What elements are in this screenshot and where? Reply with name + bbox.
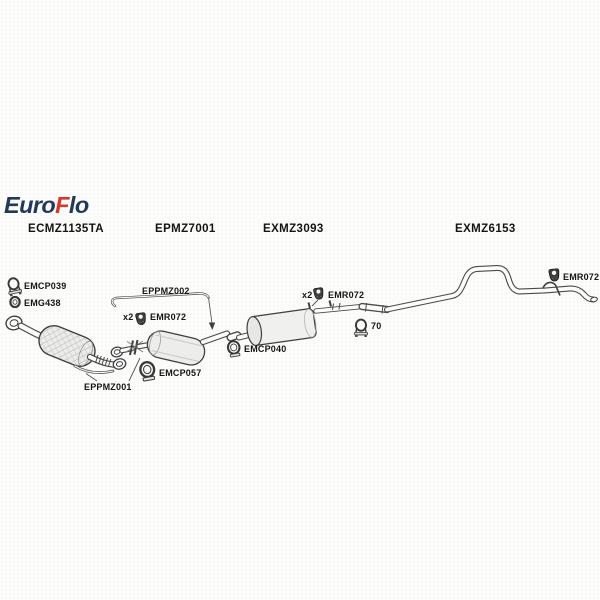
leader-arrowhead bbox=[208, 322, 216, 330]
rubber-mount-icon-emr072-left bbox=[134, 311, 148, 326]
label-clamp-size: 70 bbox=[371, 321, 382, 331]
exhaust-clamp-icon-emcp057 bbox=[138, 359, 158, 383]
euroflo-logo: EuroFlo bbox=[4, 192, 89, 219]
label-emr072-right: EMR072 bbox=[563, 272, 600, 282]
label-eppmz002: EPPMZ002 bbox=[142, 286, 190, 296]
logo-euro: Euro bbox=[4, 192, 56, 218]
label-emg438: EMG438 bbox=[24, 298, 61, 308]
catalyst-body bbox=[146, 330, 206, 366]
front-pipe-catalyst bbox=[110, 330, 242, 366]
logo-f: F bbox=[55, 192, 69, 218]
rubber-mount-icon-emr072-right bbox=[548, 268, 561, 283]
part-header-exmz6153: EXMZ6153 bbox=[455, 223, 516, 235]
rubber-mount-icon-emr072-mid bbox=[312, 287, 325, 301]
u-bolt-clamp-icon-70 bbox=[353, 318, 369, 338]
part-header-exmz3093: EXMZ3093 bbox=[263, 223, 324, 235]
tailpipe-tip bbox=[590, 296, 598, 303]
u-bolt-clamp-icon-emcp039 bbox=[5, 276, 24, 298]
flex-joint-plates bbox=[126, 339, 144, 356]
logo-lo: lo bbox=[68, 192, 89, 218]
flex-section bbox=[95, 354, 112, 368]
label-emr072-left: EMR072 bbox=[150, 312, 187, 322]
hanger-rod-hook bbox=[542, 281, 561, 296]
label-eppmz001: EPPMZ001 bbox=[84, 382, 132, 392]
catalyst-body bbox=[38, 325, 96, 367]
label-emcp039: EMCP039 bbox=[24, 281, 67, 291]
rear-tailpipe bbox=[358, 265, 598, 314]
exhaust-clamp-icon-emcp040 bbox=[225, 339, 243, 359]
fitting-rod-eppmz002 bbox=[110, 292, 216, 330]
silencer-body bbox=[246, 308, 317, 347]
part-header-epmz7001: EPMZ7001 bbox=[155, 223, 216, 235]
label-emcp057: EMCP057 bbox=[159, 368, 202, 378]
gasket-ring-icon-emg438 bbox=[9, 296, 21, 308]
hanger-pin bbox=[307, 302, 311, 309]
label-emcp040: EMCP040 bbox=[244, 344, 287, 354]
outlet-flange-ring bbox=[112, 358, 127, 370]
label-x2-left: x2 bbox=[123, 312, 134, 322]
centre-silencer bbox=[236, 299, 365, 347]
label-x2-mid: x2 bbox=[302, 290, 313, 300]
front-catalytic-converter bbox=[5, 315, 127, 370]
fitting-bracket-eppmz001 bbox=[73, 357, 141, 382]
part-header-ecmz1135ta: ECMZ1135TA bbox=[28, 223, 105, 235]
label-emr072-mid: EMR072 bbox=[328, 290, 365, 300]
hanger-pin bbox=[328, 300, 332, 307]
